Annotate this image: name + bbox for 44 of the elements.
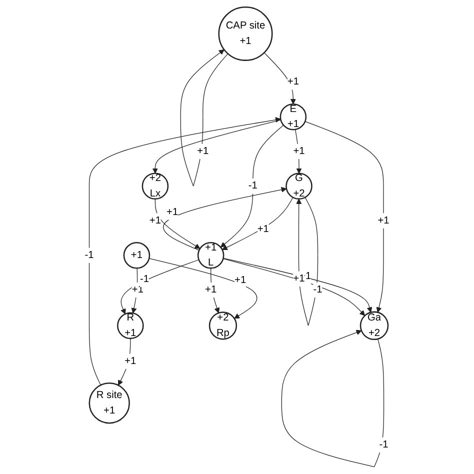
edge-label: +1 [205,284,217,296]
node-circle: Ga +2 [360,311,389,340]
node-circle: E +1 [280,103,307,130]
arrow [222,197,294,250]
edge-label: +1 [293,273,305,284]
arrow [294,129,302,174]
arrow [88,117,281,386]
arrow [163,186,287,251]
edge-label: +1 [197,146,209,157]
arrow [131,268,138,314]
node-circle: +1 [123,242,150,269]
arrow [118,338,131,386]
edge-label: -1 [140,274,149,284]
node-circle: R site +1 [88,382,130,424]
edge-label: +1 [132,284,144,296]
arrow [180,49,228,186]
arrow [264,52,296,104]
arrow [120,259,200,314]
arrow [210,268,220,314]
edge-label: -1 [313,284,322,296]
node-circle: +2 Lx [142,172,169,200]
arrow [152,120,282,174]
node-circle: CAP site +1 [218,6,273,61]
edge-label: +1 [378,215,390,226]
node-circle: R +1 [117,312,144,340]
edge-label: +1 [124,356,136,366]
edge-label: +1 [234,274,246,286]
edge-label: +1 [166,206,178,218]
edge-label: -1 [248,180,258,192]
arrow [148,258,258,319]
arrow [220,124,284,248]
edge-label: +1 [287,76,299,88]
node-circle: +2 Rp [208,312,238,340]
arrow [296,197,318,326]
edge-label: +1 [293,146,305,157]
edge-label: -1 [84,250,94,260]
node-circle: G +2 [286,172,312,200]
edge-label: +1 [257,224,269,234]
arrow [154,198,200,249]
arrow [304,121,384,313]
node-circle: +1 L [197,242,224,269]
arrow [281,330,384,468]
edge-label: +1 [149,215,161,226]
edge-label: -1 [379,439,388,450]
